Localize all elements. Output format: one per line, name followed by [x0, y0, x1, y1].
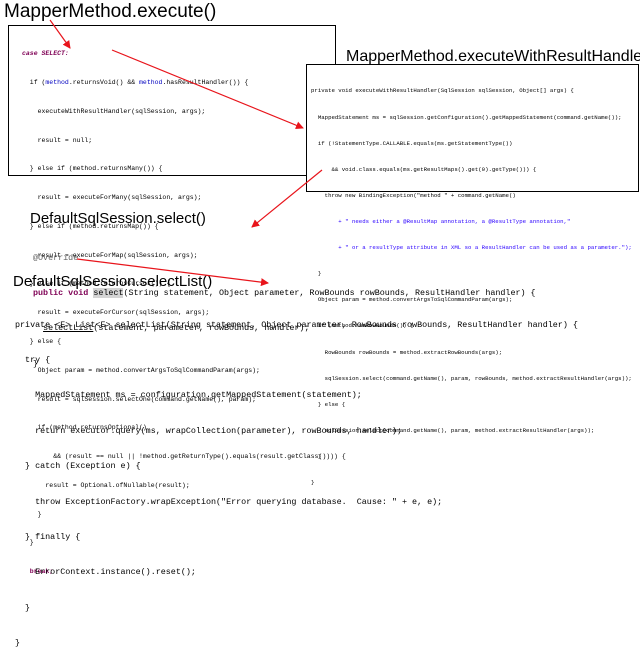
code-line: try {	[15, 354, 51, 365]
code-line: } else if (method.returnsMany()) {	[22, 165, 163, 173]
code-line: result = executeForCursor(sqlSession, ar…	[22, 309, 210, 317]
code-line: result = sqlSession.selectOne(command.ge…	[22, 395, 257, 403]
code-line: private void executeWithResultHandler(Sq…	[311, 87, 574, 95]
code-line: }	[311, 270, 322, 278]
code-line: if (method.hasRowBounds()) {	[311, 322, 414, 330]
code-line: } else if (method.returnsMap()) {	[22, 222, 159, 230]
code-line: ErrorContext.instance().reset();	[15, 567, 196, 578]
code-line: selectList(statement, parameter, rowBoun…	[43, 323, 310, 334]
title-default-sql-session-select: DefaultSqlSession.select()	[30, 210, 206, 227]
code-line: case SELECT:	[22, 50, 69, 58]
arrow-execute-with-result-handler-to-select	[251, 169, 323, 228]
code-line: result = executeForMap(sqlSession, args)…	[22, 251, 198, 259]
code-line: MappedStatement ms = sqlSession.getConfi…	[311, 113, 622, 121]
code-line: } else if (method.returnsCursor()) {	[22, 280, 171, 288]
code-line: return executor.query(ms, wrapCollection…	[15, 425, 402, 436]
code-line: + " needs either a @ResultMap annotation…	[311, 217, 571, 225]
code-line: } finally {	[15, 531, 81, 542]
code-line: throw ExceptionFactory.wrapException("Er…	[15, 496, 443, 507]
code-line: } catch (Exception e) {	[15, 461, 141, 472]
code-line: } else {	[311, 400, 346, 408]
code-line: Object param = method.convertArgsToSqlCo…	[311, 296, 513, 304]
code-line: public void select(String statement, Obj…	[33, 287, 536, 298]
select-method-name: select	[93, 287, 124, 298]
code-line: }	[33, 358, 39, 369]
arrow-title-to-call	[49, 19, 71, 49]
code-line: && void.class.equals(ms.getResultMaps().…	[311, 165, 537, 173]
arrow-execute-to-execute-with-result-handler	[111, 49, 304, 130]
title-execute-with-result-handler: MapperMethod.executeWithResultHandler()	[346, 48, 640, 65]
title-mapper-method-execute: MapperMethod.execute()	[4, 1, 217, 22]
call-flow-arrows	[49, 19, 323, 287]
code-line: private <E> List<E> selectList(String st…	[15, 319, 578, 330]
code-line: } else {	[22, 338, 62, 345]
execute-with-result-handler-code: private void executeWithResultHandler(Sq…	[311, 70, 632, 496]
code-line: if (method.returnsVoid() && method.hasRe…	[22, 78, 249, 86]
select-list-call: selectList	[43, 323, 94, 334]
code-line: result = executeForMany(sqlSession, args…	[22, 194, 202, 202]
arrow-select-to-select-list	[76, 258, 269, 287]
code-line-execute-with-result-handler-call: executeWithResultHandler(sqlSession, arg…	[22, 107, 206, 115]
code-line: result = null;	[22, 136, 93, 144]
code-line: MappedStatement ms = configuration.getMa…	[15, 390, 362, 401]
execute-with-result-handler-code-box	[306, 64, 639, 192]
override-annotation: @Override	[33, 252, 79, 263]
code-line: }	[15, 602, 31, 613]
code-line: Object param = method.convertArgsToSqlCo…	[22, 366, 260, 374]
code-line: }	[15, 638, 21, 649]
title-default-sql-session-select-list: DefaultSqlSession.selectList()	[13, 273, 213, 290]
code-line: + " or a resultType attribute in XML so …	[311, 244, 632, 252]
code-line: RowBounds rowBounds = method.extractRowB…	[311, 348, 503, 356]
select-code: @Override public void select(String stat…	[33, 229, 536, 382]
code-line: if (!StatementType.CALLABLE.equals(ms.ge…	[311, 139, 513, 147]
code-line-select-with-row-bounds: sqlSession.select(command.getName(), par…	[311, 374, 632, 382]
code-line: throw new BindingException("method " + c…	[311, 191, 516, 199]
